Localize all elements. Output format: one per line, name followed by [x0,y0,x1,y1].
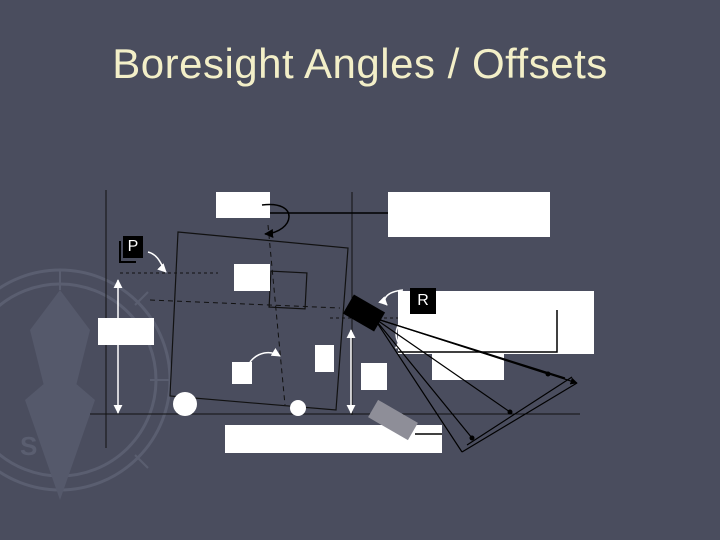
roll-label: R [410,288,436,314]
label-box-mid [315,345,334,372]
svg-text:S: S [20,431,37,461]
label-box-left [98,318,154,345]
vehicle-body [169,231,349,411]
label-box-center [234,264,270,291]
label-box-top [216,192,270,218]
label-box-right-sub [432,354,504,380]
slide-title: Boresight Angles / Offsets [112,40,608,87]
label-box-lower-mid [361,363,387,390]
compass-rose-icon: S [0,268,172,500]
wheel-rear [290,400,306,416]
pitch-label: P [123,236,143,258]
sensor-head-icon [342,294,418,441]
label-box-lower-left [232,362,252,384]
label-box-top-right [388,192,550,237]
sensor-beam-fan [373,317,578,453]
label-boxes [98,192,594,453]
wheel-front [173,392,197,416]
